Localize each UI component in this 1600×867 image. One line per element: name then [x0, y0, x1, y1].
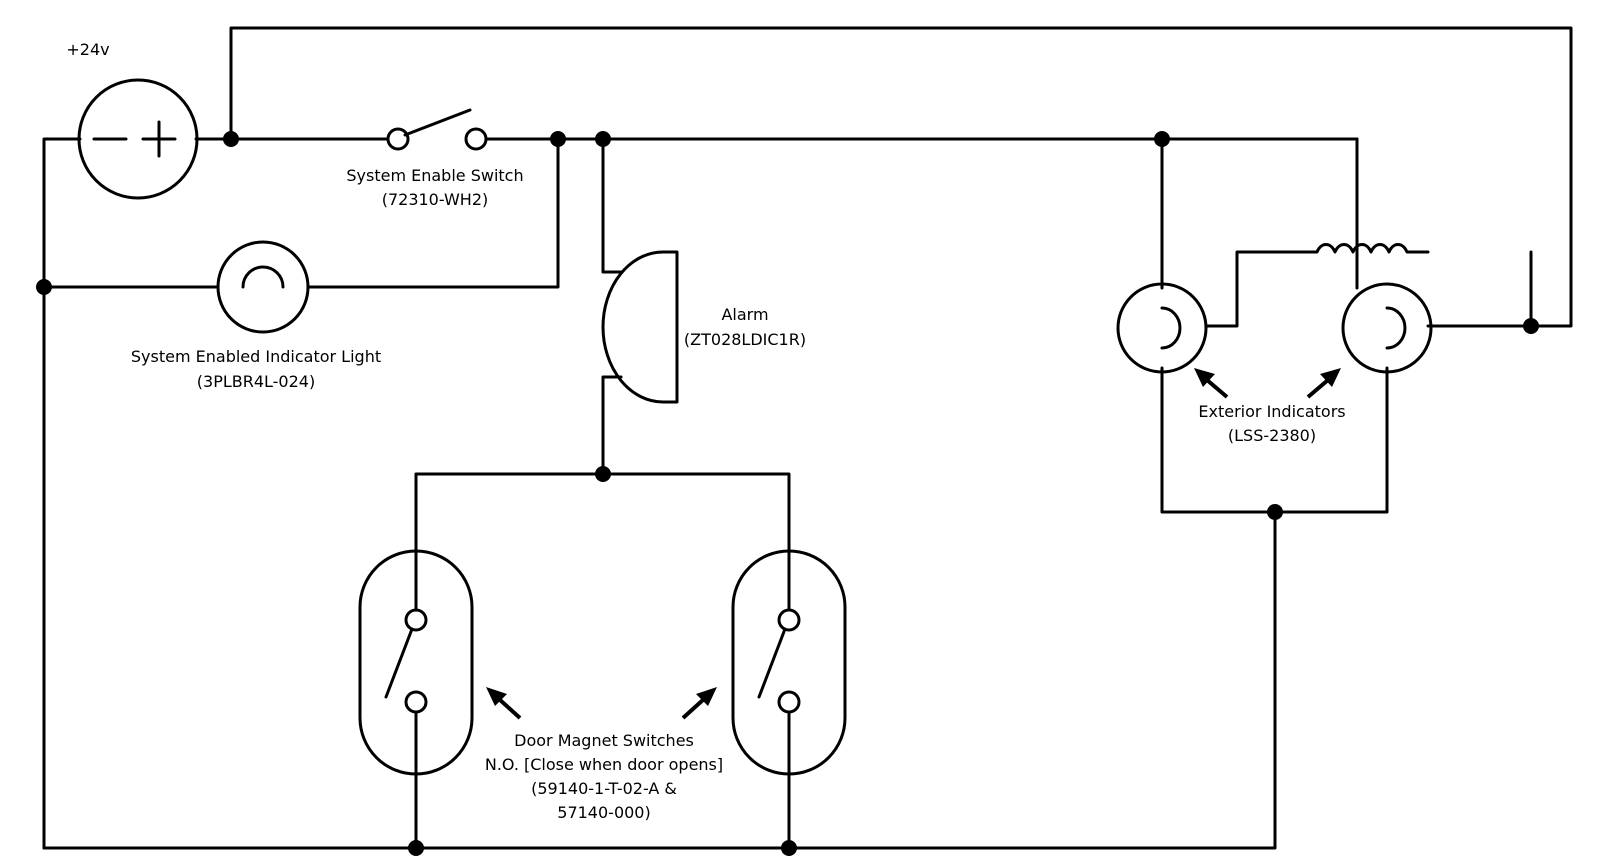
indicator-light-part: (3PLBR4L-024)	[197, 372, 315, 391]
ext1-filament	[1160, 306, 1182, 350]
junction-dot	[223, 131, 239, 147]
door-switch-1	[358, 549, 474, 776]
junction-dot	[1267, 504, 1283, 520]
ext2-filament	[1385, 306, 1407, 350]
arrow-exterior-1	[1194, 368, 1229, 399]
alarm-name: Alarm	[721, 305, 768, 324]
door-switch-2-blade	[757, 627, 787, 699]
junction-dot	[1154, 131, 1170, 147]
door-switches-line1: Door Magnet Switches	[514, 731, 694, 750]
door-switches-line3: (59140-1-T-02-A &	[531, 779, 677, 798]
arrow-door-switch-2	[681, 687, 717, 720]
door-switches-line2: N.O. [Close when door opens]	[485, 755, 723, 774]
enable-switch-name: System Enable Switch	[346, 166, 523, 185]
wire-alarm-top	[601, 137, 623, 274]
indicator-light-name: System Enabled Indicator Light	[131, 347, 381, 366]
wiring	[42, 26, 1573, 850]
junction-dot	[408, 840, 424, 856]
wire-left-rail	[42, 137, 82, 850]
wire-alarm-bottom	[601, 375, 623, 476]
door-switches-line4: 57140-000)	[557, 803, 650, 822]
alarm-buzzer	[601, 250, 679, 404]
lamp-filament	[241, 265, 285, 289]
exterior-indicator-1	[1116, 282, 1208, 374]
junction-dot	[36, 279, 52, 295]
junction-dot	[550, 131, 566, 147]
exterior-indicators-name: Exterior Indicators	[1198, 402, 1345, 421]
enable-switch	[386, 108, 488, 151]
exterior-indicators-part: (LSS-2380)	[1228, 426, 1316, 445]
arrow-door-switch-1	[486, 687, 522, 720]
junction-dot	[781, 840, 797, 856]
junctions	[36, 131, 1539, 856]
door-switch-1-blade	[384, 627, 414, 699]
labels: +24v System Enable Switch (72310-WH2) Sy…	[66, 40, 1345, 822]
supply-label: +24v	[66, 40, 109, 59]
wire-ext-crosslink	[1205, 243, 1430, 328]
battery	[77, 78, 199, 200]
arrow-exterior-2	[1306, 368, 1341, 399]
exterior-indicator-2	[1341, 282, 1433, 374]
wire-light-right	[306, 137, 560, 289]
pointer-arrows	[486, 368, 1341, 720]
wire-bottom-rail	[42, 510, 1277, 850]
junction-dot	[1523, 318, 1539, 334]
junction-dot	[595, 131, 611, 147]
indicator-light	[216, 240, 310, 334]
junction-dot	[595, 466, 611, 482]
enable-switch-part: (72310-WH2)	[382, 190, 489, 209]
door-switch-2	[731, 549, 847, 776]
enable-switch-blade	[403, 108, 472, 137]
wire-top-loop	[229, 26, 1573, 328]
alarm-part: (ZT028LDIC1R)	[684, 330, 806, 349]
